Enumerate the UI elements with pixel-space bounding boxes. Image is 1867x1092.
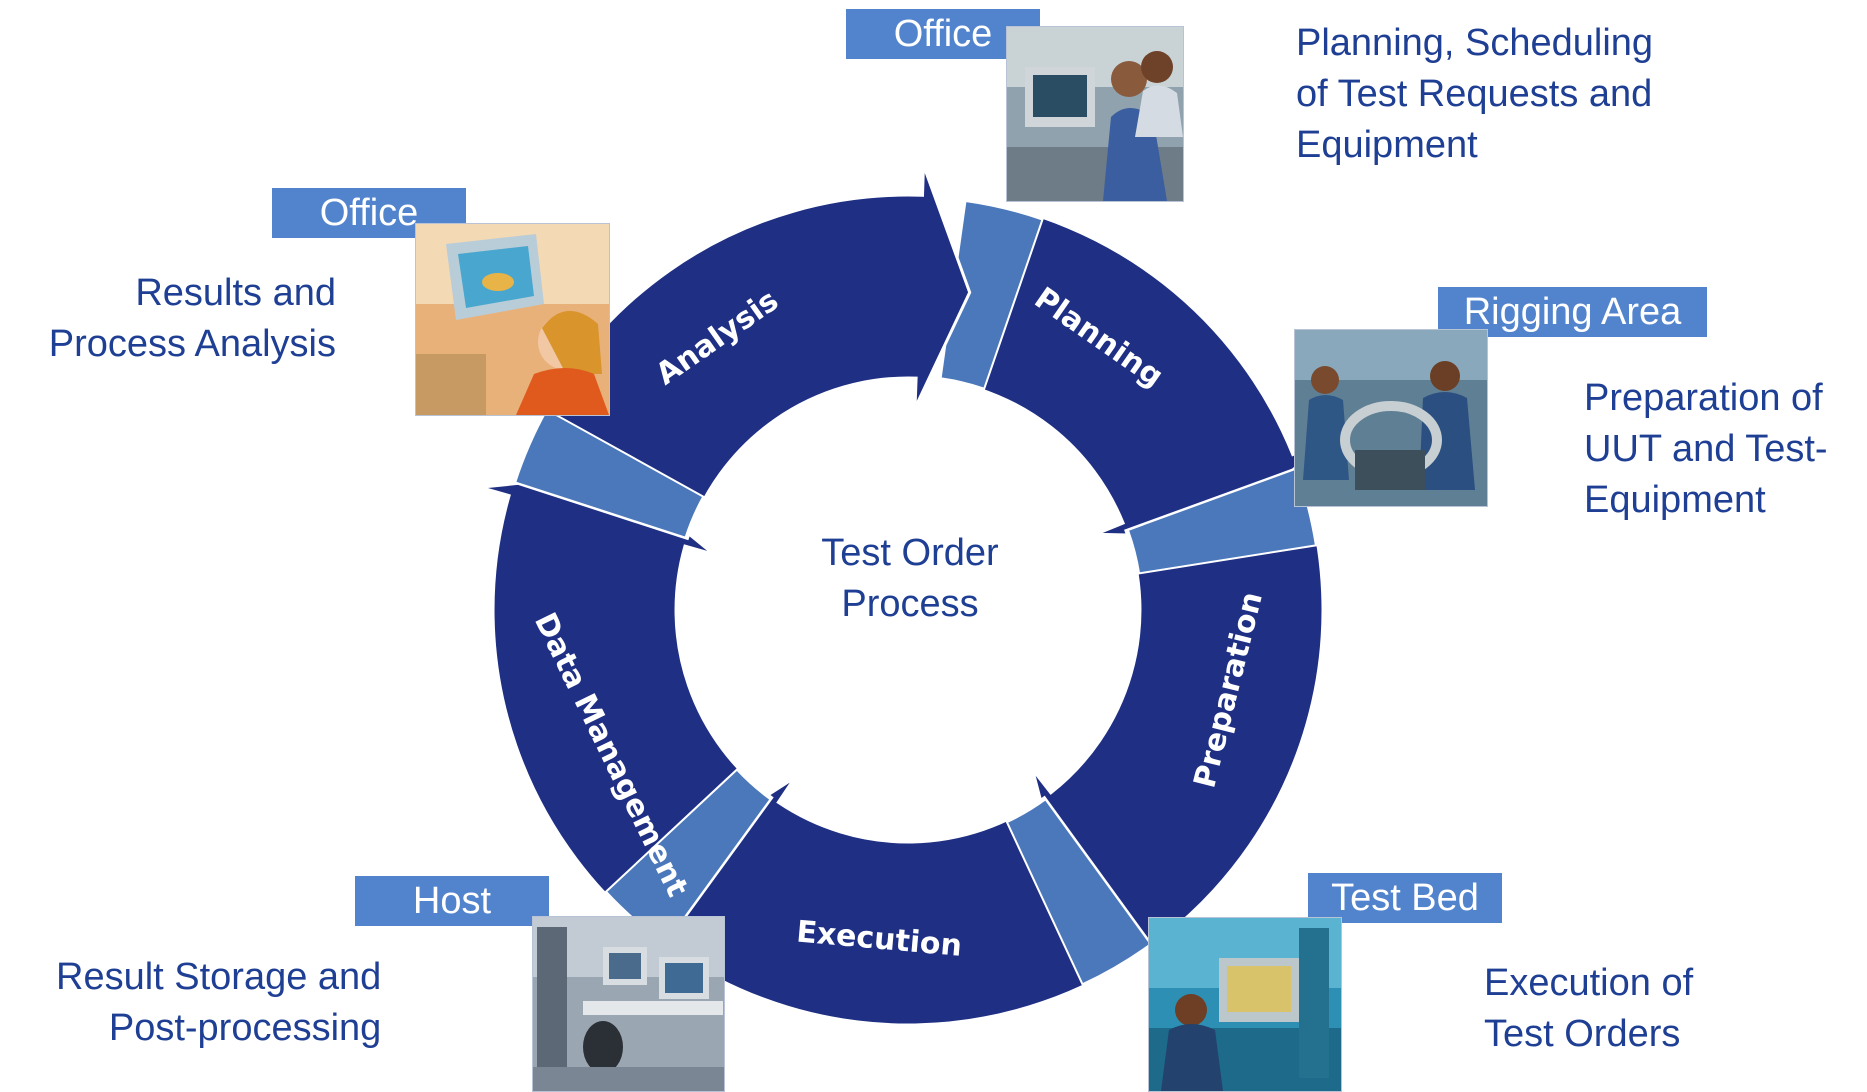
desc-execution: Execution of Test Orders: [1484, 958, 1693, 1060]
desc-analysis-line-2: Process Analysis: [48, 323, 336, 365]
photo-office-planning: [1006, 26, 1184, 202]
desc-preparation-line-3: Equipment: [1584, 479, 1766, 521]
desc-planning-line-3: Equipment: [1296, 124, 1478, 166]
center-title-line-1: Test Order: [821, 532, 999, 574]
tag-office-analysis: Office: [272, 188, 466, 238]
desc-analysis: Results and Process Analysis: [12, 268, 336, 370]
stage-analysis: Analysis: [511, 164, 972, 541]
desc-preparation-line-1: Preparation of: [1584, 377, 1823, 419]
tag-test-bed: Test Bed: [1308, 873, 1502, 923]
desc-planning-line-2: of Test Requests and: [1296, 73, 1653, 115]
desc-execution-line-2: Test Orders: [1484, 1013, 1681, 1055]
arrow-planning: [938, 197, 1322, 539]
center-title-line-2: Process: [841, 583, 979, 625]
desc-data-management-line-2: Post-processing: [108, 1007, 382, 1049]
stage-preparation: Preparation: [1030, 466, 1325, 962]
stage-planning: Planning: [938, 197, 1322, 539]
photo-test-bed: [1148, 917, 1342, 1092]
desc-analysis-line-1: Results and: [135, 272, 336, 314]
tag-rigging-area: Rigging Area: [1438, 287, 1707, 337]
photo-rigging-area: [1294, 329, 1488, 507]
stage-execution: Execution: [657, 776, 1154, 1027]
tag-host: Host: [355, 876, 549, 926]
center-title: Test Order Process: [760, 528, 1060, 630]
desc-data-management-line-1: Result Storage and: [56, 956, 382, 998]
photo-office-analysis: [415, 223, 610, 416]
desc-preparation-line-2: UUT and Test-: [1584, 428, 1828, 470]
desc-preparation: Preparation of UUT and Test- Equipment: [1584, 373, 1828, 526]
photo-host: [532, 916, 725, 1092]
desc-planning-line-1: Planning, Scheduling: [1296, 22, 1654, 64]
desc-execution-line-1: Execution of: [1484, 962, 1694, 1004]
stage-data-management: Data Management: [479, 471, 774, 948]
arrow-tail-analysis: [513, 408, 705, 539]
desc-planning: Planning, Scheduling of Test Requests an…: [1296, 18, 1653, 171]
arrow-tail-execution: [1005, 797, 1153, 986]
desc-data-management: Result Storage and Post-processing: [56, 952, 381, 1054]
arrow-tail-planning: [939, 199, 1044, 390]
